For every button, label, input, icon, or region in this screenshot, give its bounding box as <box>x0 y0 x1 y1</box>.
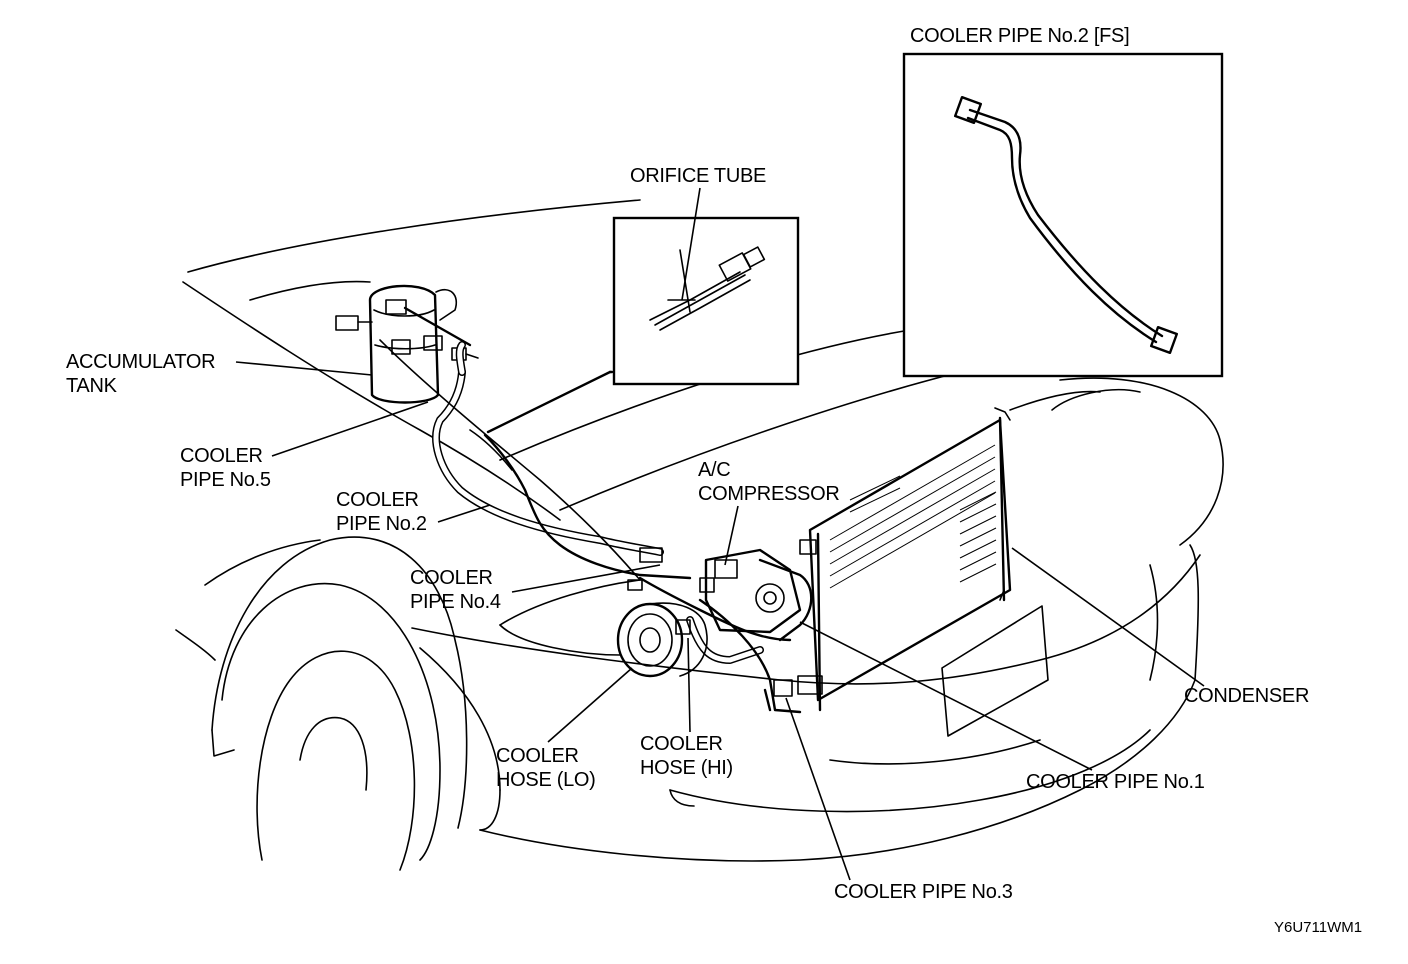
label-accumulator-tank-line2: TANK <box>66 375 118 397</box>
label-cooler-pipe-2-line1: COOLER <box>336 489 419 511</box>
ac-compressor <box>616 547 802 678</box>
label-ac-compressor-line1: A/C <box>698 459 730 481</box>
label-cooler-pipe-3: COOLER PIPE No.3 <box>834 881 1013 903</box>
orifice-tube-inset <box>608 216 800 386</box>
refrigerant-pipes <box>379 339 813 714</box>
label-cooler-pipe-5-line2: PIPE No.5 <box>180 469 271 491</box>
label-cooler-pipe-1: COOLER PIPE No.1 <box>1026 771 1205 793</box>
label-cooler-pipe-4-line1: COOLER <box>410 567 493 589</box>
figure-code: Y6U711WM1 <box>1274 919 1362 936</box>
label-ac-compressor-line2: COMPRESSOR <box>698 483 839 505</box>
labels: COOLER PIPE No.2 [FS] ORIFICE TUBE ACCUM… <box>66 25 1362 936</box>
label-cooler-hose-hi-line1: COOLER <box>640 733 723 755</box>
label-accumulator-tank-line1: ACCUMULATOR <box>66 351 215 373</box>
label-orifice-tube: ORIFICE TUBE <box>630 165 766 187</box>
label-cooler-pipe-4-line2: PIPE No.4 <box>410 591 501 613</box>
label-cooler-pipe-2-fs: COOLER PIPE No.2 [FS] <box>910 25 1129 47</box>
cooler-pipe-2-fs-inset <box>902 52 1224 378</box>
front-wheel <box>175 536 468 871</box>
label-cooler-hose-hi-line2: HOSE (HI) <box>640 757 733 779</box>
label-cooler-pipe-2-line2: PIPE No.2 <box>336 513 427 535</box>
accumulator-tank <box>335 284 479 404</box>
label-cooler-hose-lo-line1: COOLER <box>496 745 579 767</box>
car-body-outline <box>182 199 1224 862</box>
leader-lines <box>235 187 1205 881</box>
condenser <box>773 407 1012 712</box>
label-cooler-hose-lo-line2: HOSE (LO) <box>496 769 596 791</box>
label-condenser: CONDENSER <box>1184 685 1309 707</box>
label-cooler-pipe-5-line1: COOLER <box>180 445 263 467</box>
